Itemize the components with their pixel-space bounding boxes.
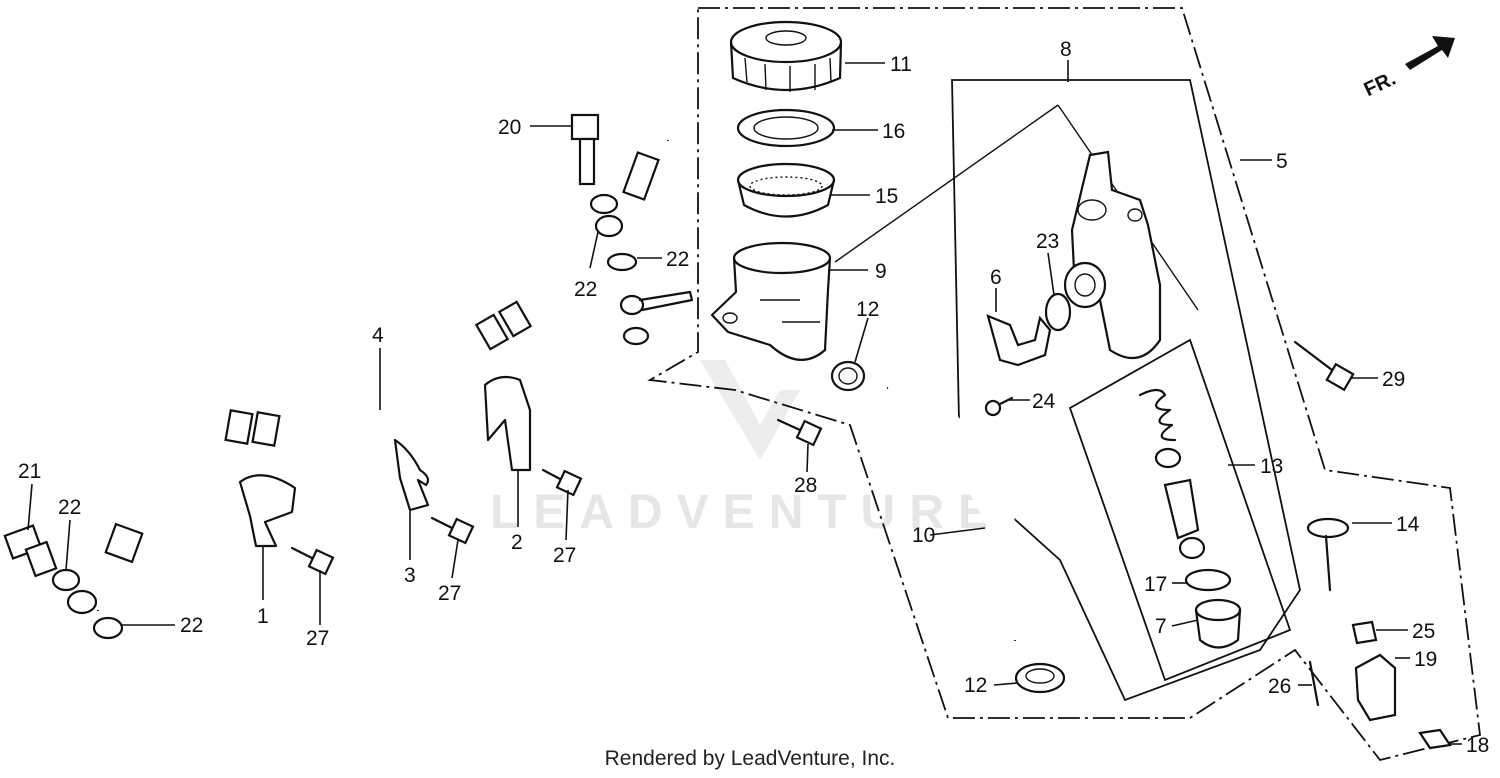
callout-26: 26 — [1268, 675, 1291, 698]
callout-21: 21 — [18, 460, 41, 483]
callout-2: 2 — [511, 531, 523, 554]
callout-9: 9 — [875, 260, 887, 283]
reservoir-guide-line — [834, 104, 1059, 263]
watermark-logo — [700, 360, 800, 460]
piston-part — [1163, 478, 1200, 540]
callout-7: 7 — [1155, 615, 1167, 638]
hose-joint-washers-part — [606, 252, 694, 346]
callout-16: 16 — [882, 120, 905, 143]
callout-20: 20 — [498, 116, 521, 139]
front-direction-arrow-icon: FR. — [1361, 36, 1455, 101]
callout-12a: 12 — [856, 298, 879, 321]
hose-clip-12-upper-part — [830, 360, 866, 392]
hose-clip-3-part — [393, 438, 430, 512]
callout-23: 23 — [1036, 230, 1059, 253]
callout-6: 6 — [990, 266, 1002, 289]
callout-12b: 12 — [964, 674, 987, 697]
cotter-pin-26-part — [1308, 660, 1320, 707]
screw-24-part — [984, 396, 1014, 417]
callout-17: 17 — [1144, 573, 1167, 596]
joint-nut-25-part — [1351, 620, 1378, 645]
callout-27a: 27 — [306, 627, 329, 650]
callout-1: 1 — [257, 605, 269, 628]
callout-13: 13 — [1260, 455, 1283, 478]
brake-hose-part — [92, 112, 675, 612]
callout-22a: 22 — [666, 248, 689, 271]
boot-part — [1194, 598, 1242, 649]
callout-19: 19 — [1414, 648, 1437, 671]
spring-part — [1138, 388, 1177, 442]
hose-clamp-1-part — [238, 474, 297, 548]
o-ring-23-part — [1044, 292, 1072, 332]
reservoir-hose-part — [883, 374, 1030, 642]
callout-15: 15 — [875, 185, 898, 208]
secondary-cup-part — [1178, 536, 1206, 560]
leader-lines — [27, 60, 1462, 745]
kit-13-box — [1068, 338, 1292, 682]
push-rod-joint-19-part — [1354, 653, 1397, 722]
callout-24: 24 — [1032, 390, 1056, 413]
callout-25: 25 — [1412, 620, 1435, 643]
reservoir-cap-part — [729, 20, 843, 92]
flange-bolt-28-part — [776, 418, 823, 447]
hose-stay-2-part — [483, 375, 532, 472]
banjo-bolt-20-part — [570, 113, 600, 186]
assembly-5-boundary — [647, 7, 1481, 762]
callout-22c: 22 — [58, 496, 81, 519]
callout-5: 5 — [1276, 150, 1288, 173]
front-label: FR. — [1361, 68, 1399, 102]
callout-27b: 27 — [438, 582, 461, 605]
callout-8: 8 — [1060, 38, 1072, 61]
reservoir-tank-part — [710, 241, 832, 361]
callout-4: 4 — [372, 324, 384, 347]
diaphragm-part — [736, 162, 836, 218]
callout-14: 14 — [1396, 513, 1420, 536]
callout-27c: 27 — [553, 544, 576, 567]
flange-bolt-27a-part — [290, 546, 335, 576]
sealing-washers-upper-part — [589, 193, 624, 238]
master-cylinder-body-part — [1063, 150, 1162, 360]
callout-28: 28 — [794, 474, 817, 497]
footer-credit: Rendered by LeadVenture, Inc. — [604, 747, 896, 770]
joint-pin-18-part — [1418, 728, 1452, 750]
cup-part — [1154, 447, 1182, 469]
circlip-part — [1184, 568, 1232, 592]
hose-joint-6-part — [986, 314, 1052, 367]
diaphragm-plate-part — [736, 108, 836, 148]
callout-10: 10 — [912, 524, 935, 547]
callout-18: 18 — [1466, 734, 1489, 757]
callout-22b: 22 — [574, 278, 597, 301]
push-rod-14-part — [1306, 517, 1350, 592]
hose-clip-12-lower-part — [1014, 662, 1066, 694]
callout-11: 11 — [890, 53, 912, 76]
flange-bolt-27b-part — [430, 516, 475, 545]
callout-29: 29 — [1382, 368, 1405, 391]
callout-22d: 22 — [180, 614, 203, 637]
callout-3: 3 — [404, 564, 416, 587]
mounting-bolt-29-part — [1293, 340, 1355, 392]
flange-bolt-27c-part — [541, 468, 583, 497]
